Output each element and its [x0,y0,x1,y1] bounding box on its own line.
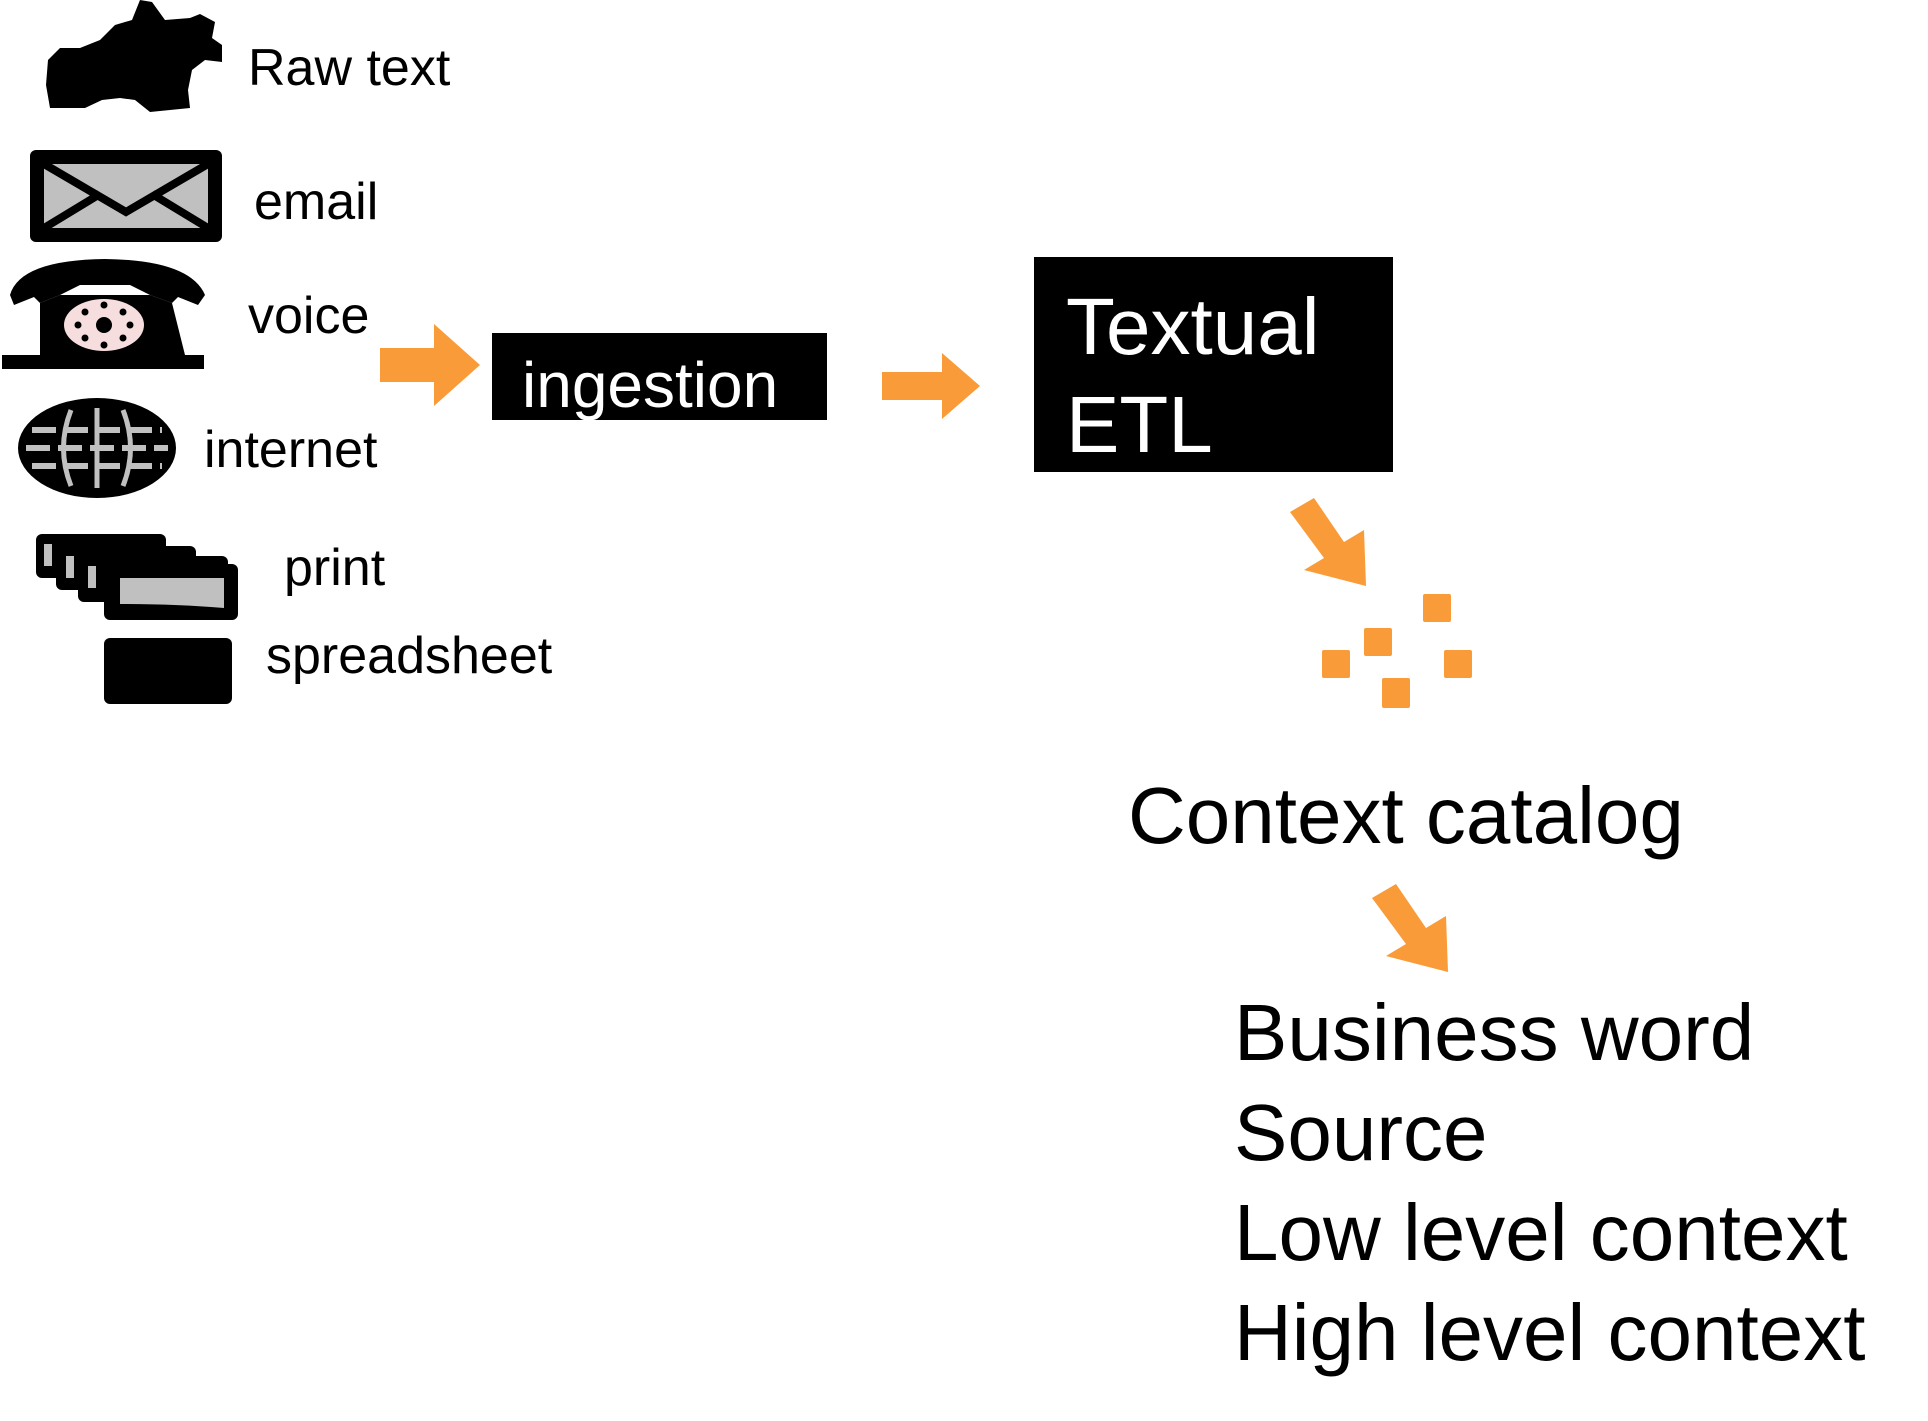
source-label-raw-text: Raw text [248,39,451,97]
catalog-square [1444,650,1472,678]
arrow-to-catalog-items [1290,498,1366,586]
source-label-email: email [254,173,379,231]
etl-label-line2: ETL [1066,380,1213,469]
catalog-square [1364,628,1392,656]
source-label-print: print [284,539,386,597]
ingestion-label: ingestion [522,349,779,421]
etl-label-line1: Textual [1066,282,1320,371]
arrow-to-ingestion [380,324,480,406]
printer-pages-icon [36,534,238,620]
globe-icon [18,398,176,498]
context-catalog-label: Context catalog [1128,771,1684,860]
source-label-internet: internet [204,421,378,479]
output-source: Source [1234,1088,1488,1177]
output-low-level-context: Low level context [1234,1188,1848,1277]
output-high-level-context: High level context [1234,1288,1866,1377]
source-label-voice: voice [248,287,370,345]
catalog-items-scatter [1322,594,1472,708]
arrow-to-etl [882,353,980,419]
catalog-square [1382,678,1410,708]
catalog-square [1322,650,1350,678]
telephone-icon [2,259,205,369]
envelope-icon [30,150,222,242]
ingestion-box: ingestion [492,333,827,420]
source-label-spreadsheet: spreadsheet [266,627,553,685]
raw-text-blob-icon [46,0,222,112]
output-business-word: Business word [1234,988,1755,1077]
arrow-to-outputs [1372,884,1448,972]
spreadsheet-icon [104,638,232,704]
textual-etl-box: Textual ETL [1034,257,1393,472]
catalog-square [1423,594,1451,622]
